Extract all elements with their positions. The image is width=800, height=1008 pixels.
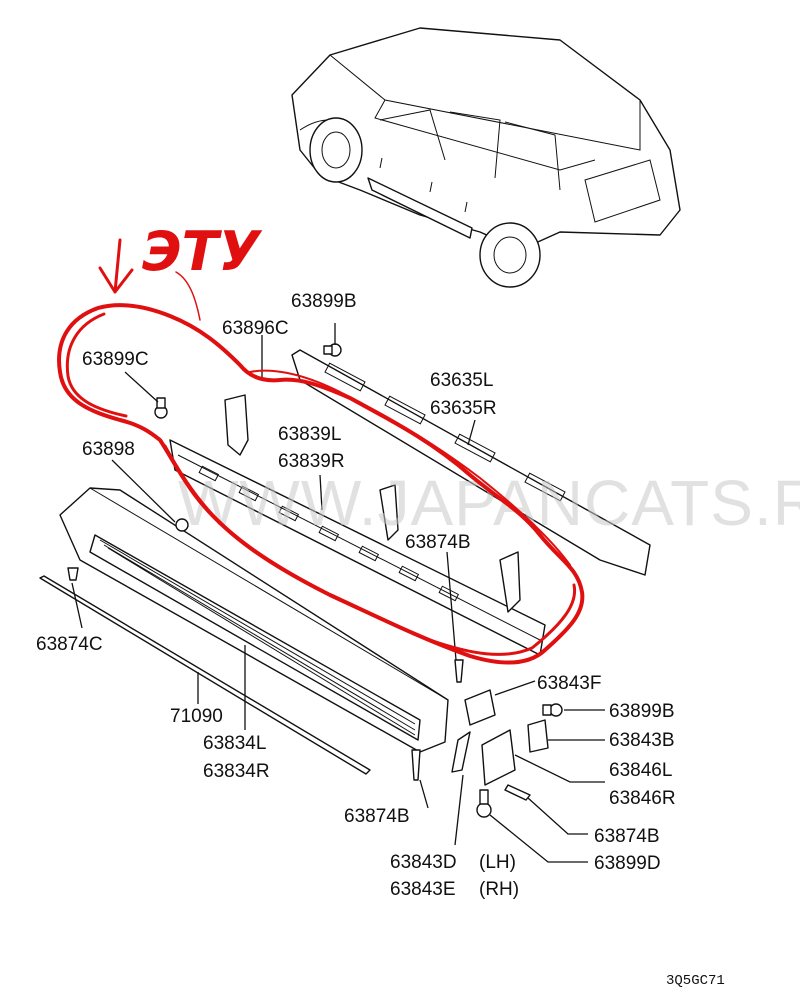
figure-code: 3Q5GC71 — [666, 973, 725, 989]
bolt-icon — [476, 789, 492, 818]
clip-icon — [67, 567, 79, 581]
label-63839L: 63839L — [278, 424, 341, 445]
bolt-icon — [154, 397, 168, 419]
label-63899C: 63899C — [82, 349, 149, 370]
bracket-63843D — [451, 731, 471, 773]
label-63899B-right: 63899B — [609, 701, 675, 722]
label-63843D-side: (LH) — [479, 852, 516, 873]
bracket-63843B — [527, 719, 549, 753]
label-63846L: 63846L — [609, 760, 672, 781]
vehicle-illustration — [291, 27, 681, 288]
label-63843E: 63843E — [390, 879, 456, 900]
handwritten-note: ЭТУ — [142, 220, 262, 283]
label-63843E-side: (RH) — [479, 879, 519, 900]
bolt-icon — [175, 518, 189, 532]
bolt-icon — [542, 703, 563, 717]
moulding-71090 — [39, 575, 371, 775]
label-63874B-bottom: 63874B — [344, 806, 410, 827]
label-63896C: 63896C — [222, 318, 289, 339]
label-63635L: 63635L — [430, 370, 493, 391]
label-63843B: 63843B — [609, 730, 675, 751]
step-board-63834 — [59, 487, 449, 753]
bracket-63843F — [464, 689, 496, 726]
bolt-icon — [323, 343, 342, 357]
label-63834R: 63834R — [203, 761, 270, 782]
label-63843D: 63843D — [390, 852, 457, 873]
red-highlight-annotation — [57, 238, 585, 665]
clip-icon — [504, 784, 531, 801]
label-71090: 71090 — [170, 706, 223, 727]
label-63843F: 63843F — [537, 673, 601, 694]
clip-icon — [454, 659, 464, 683]
plate-63846 — [481, 729, 516, 786]
label-63899D: 63899D — [594, 853, 661, 874]
leader-lines — [71, 323, 605, 863]
fasteners — [67, 343, 563, 818]
label-63635R: 63635R — [430, 398, 497, 419]
watermark: WWW.JAPANCATS.RU — [178, 467, 800, 539]
label-63899B-top: 63899B — [291, 291, 357, 312]
label-63898: 63898 — [82, 439, 135, 460]
label-63834L: 63834L — [203, 733, 266, 754]
label-63874B-mid: 63874B — [405, 532, 471, 553]
label-63874C: 63874C — [36, 634, 103, 655]
label-63874B-right: 63874B — [594, 826, 660, 847]
label-63846R: 63846R — [609, 788, 676, 809]
clip-icon — [411, 749, 421, 781]
label-63839R: 63839R — [278, 451, 345, 472]
part-labels: 63899B 63896C 63899C 63635L 63635R 63839… — [36, 291, 676, 900]
